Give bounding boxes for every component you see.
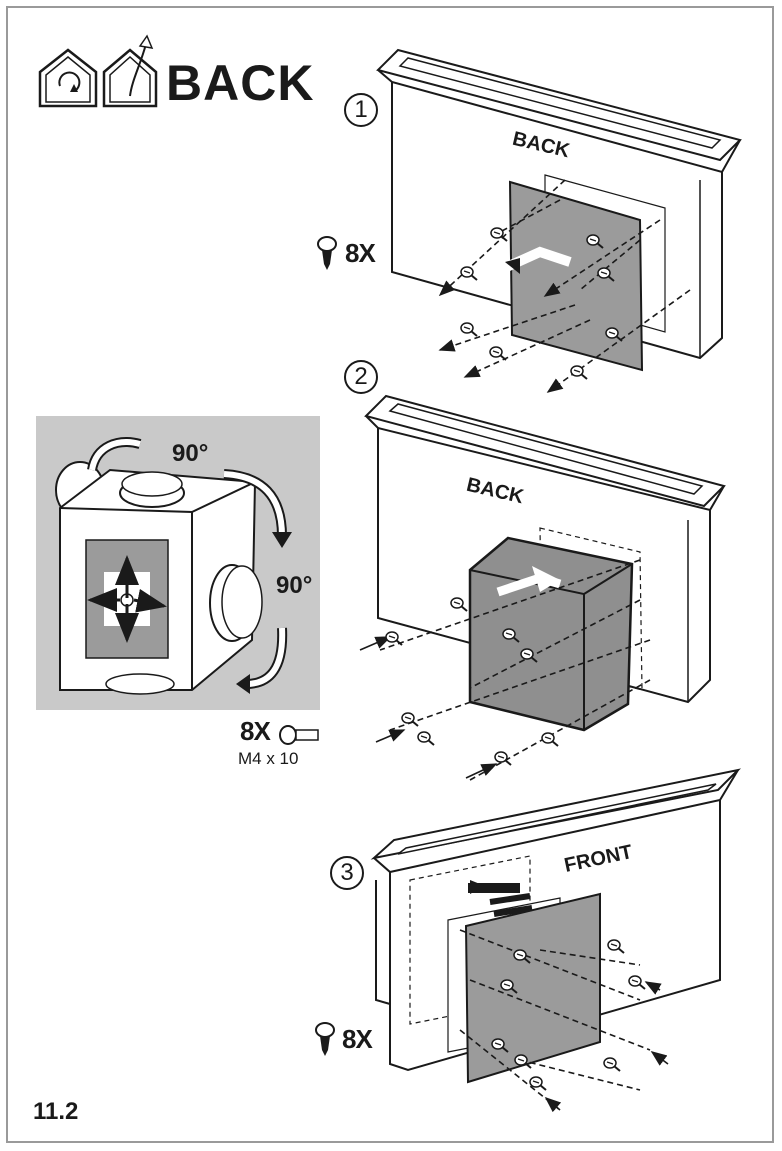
adapter-screw-count: 8X: [240, 716, 271, 746]
rotation-second: 90°: [276, 572, 313, 599]
bolt-icon: [279, 725, 319, 745]
figure-number: 11.2: [33, 1098, 79, 1125]
house-rotate-icon: [38, 48, 98, 108]
screw-icon: [317, 236, 337, 270]
step-number-3: 3: [330, 856, 364, 890]
step3-screw-count: 8X: [342, 1024, 373, 1054]
page-title: BACK: [166, 55, 315, 111]
adapter-box: [55, 461, 263, 695]
step3-front-plate: [464, 880, 601, 1084]
screw-icon: [315, 1022, 335, 1056]
step-number-2: 2: [344, 360, 378, 394]
house-arrow-icon: [102, 34, 158, 108]
step-number-1: 1: [344, 93, 378, 127]
rotation-first: 90°: [172, 440, 209, 467]
screw-spec: M4 x 10: [238, 749, 299, 768]
step2-screws: [359, 559, 651, 781]
step2-adapter-box: [468, 536, 634, 732]
step3-screws: [459, 929, 669, 1113]
step1-screw-count: 8X: [345, 238, 376, 268]
page-frame: [6, 6, 774, 1143]
rotate-arrow-icon: [87, 437, 292, 694]
